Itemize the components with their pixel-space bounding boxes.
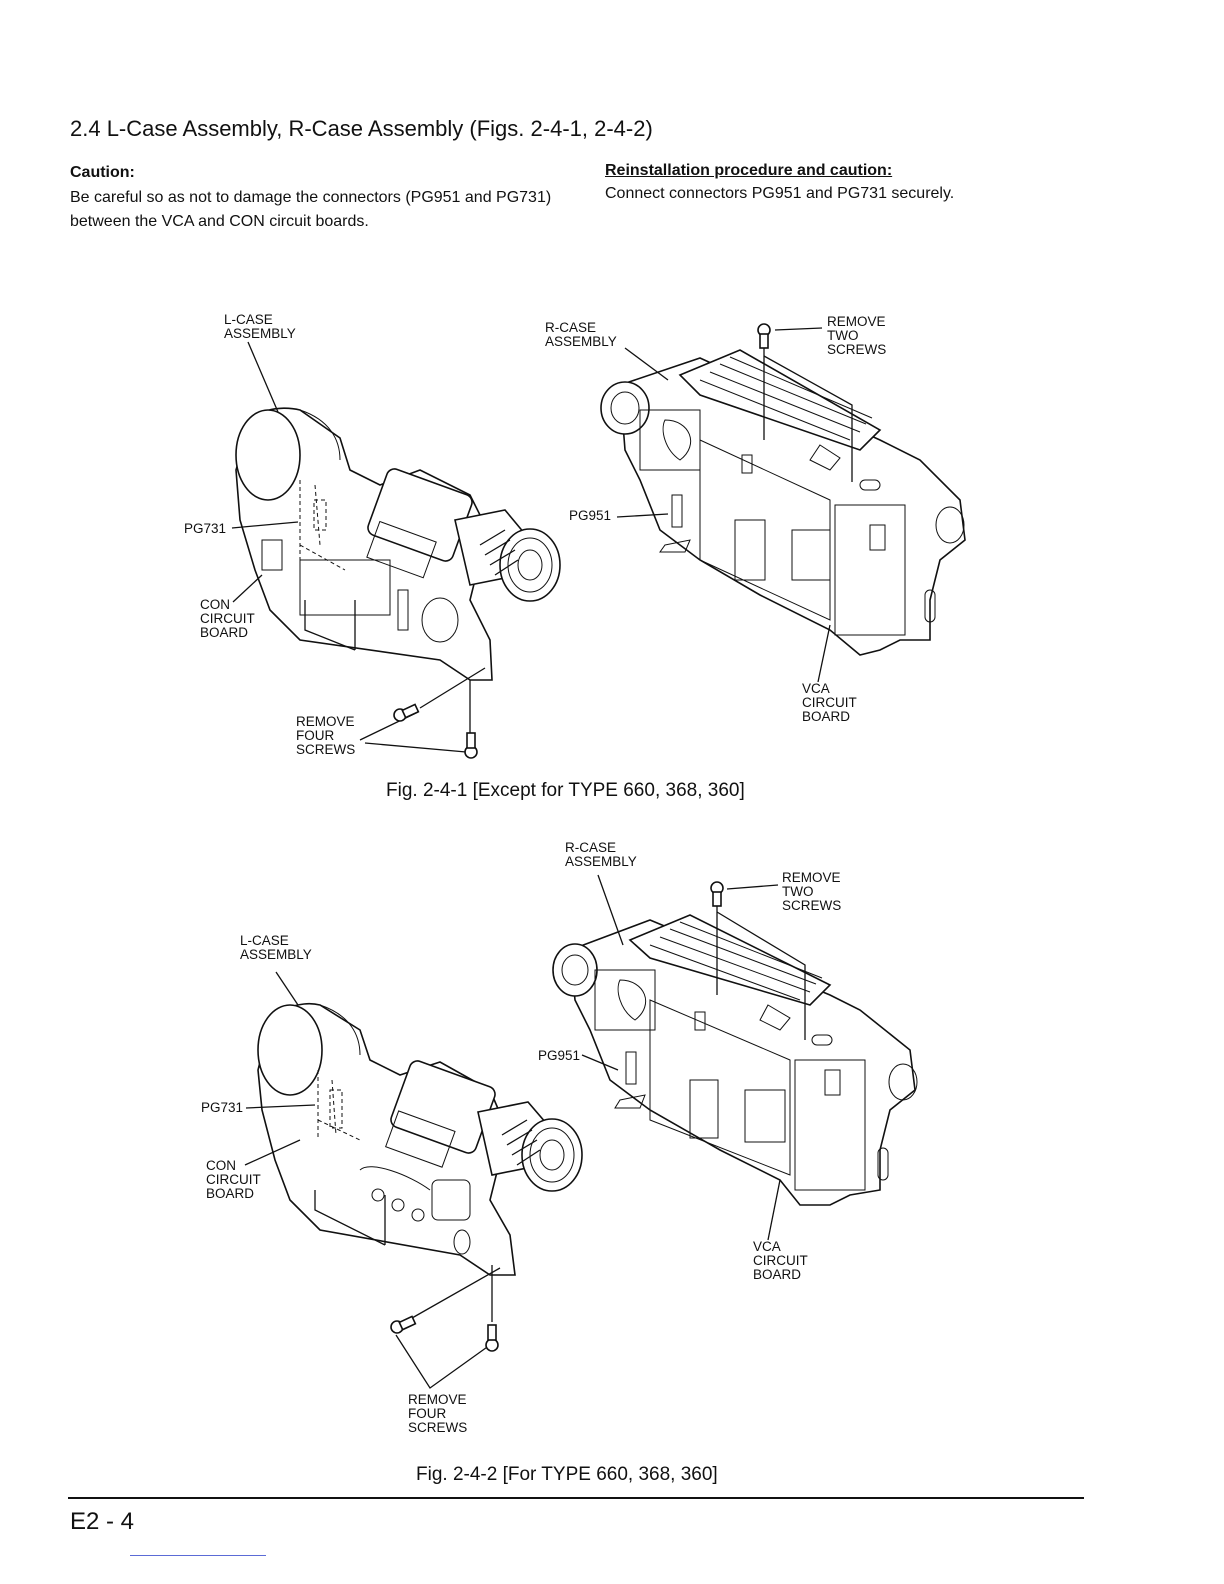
fig2-pg951-label: PG951: [538, 1048, 581, 1063]
fig1-pg731-label: PG731: [184, 521, 227, 536]
fig2-remove-two-screws-label: REMOVE TWO SCREWS: [782, 870, 842, 913]
reinstallation-text: Connect connectors PG951 and PG731 secur…: [605, 185, 955, 202]
fig2-con-board-label: CON CIRCUIT BOARD: [206, 1158, 261, 1201]
fig1-lcase-label: L-CASE ASSEMBLY: [224, 312, 296, 341]
fig1-remove-four-screws-label: REMOVE FOUR SCREWS: [296, 714, 356, 757]
fig1-remove-two-screws-label: REMOVE TWO SCREWS: [827, 314, 887, 357]
caution-heading: Caution:: [70, 164, 135, 181]
screw-icon: [710, 881, 724, 907]
fig1-con-board-label: CON CIRCUIT BOARD: [200, 597, 255, 640]
caution-text: Be careful so as not to damage the conne…: [70, 189, 552, 230]
fig1-rcase-camera-illustration: [600, 323, 966, 683]
fig2-remove-four-screws-label: REMOVE FOUR SCREWS: [408, 1392, 468, 1435]
fig1-vca-board-label: VCA CIRCUIT BOARD: [802, 681, 857, 724]
screw-icon: [393, 703, 420, 722]
fig1-rcase-label: R-CASE ASSEMBLY: [545, 320, 617, 349]
fig1-pg951-label: PG951: [569, 508, 612, 523]
fig2-rcase-camera-illustration: [552, 874, 918, 1241]
fig2-vca-board-label: VCA CIRCUIT BOARD: [753, 1239, 808, 1282]
fig1-caption: Fig. 2-4-1 [Except for TYPE 660, 368, 36…: [386, 780, 745, 801]
screw-icon: [390, 1315, 417, 1334]
fig2-rcase-label: R-CASE ASSEMBLY: [565, 840, 637, 869]
fig2-lcase-camera-illustration: [244, 971, 583, 1389]
fig2-pg731-label: PG731: [201, 1100, 244, 1115]
section-title: 2.4 L-Case Assembly, R-Case Assembly (Fi…: [70, 116, 653, 141]
fig2-lcase-label: L-CASE ASSEMBLY: [240, 933, 312, 962]
page-number: E2 - 4: [70, 1508, 135, 1535]
screw-icon: [485, 1324, 499, 1352]
footer-accent-line: [130, 1555, 266, 1556]
fig1-lcase-camera-illustration: [231, 341, 561, 759]
screw-icon: [757, 323, 771, 349]
footer-rule: [68, 1497, 1084, 1499]
screw-icon: [464, 732, 478, 759]
fig2-caption: Fig. 2-4-2 [For TYPE 660, 368, 360]: [416, 1464, 718, 1485]
reinstallation-heading: Reinstallation procedure and caution:: [605, 162, 893, 179]
